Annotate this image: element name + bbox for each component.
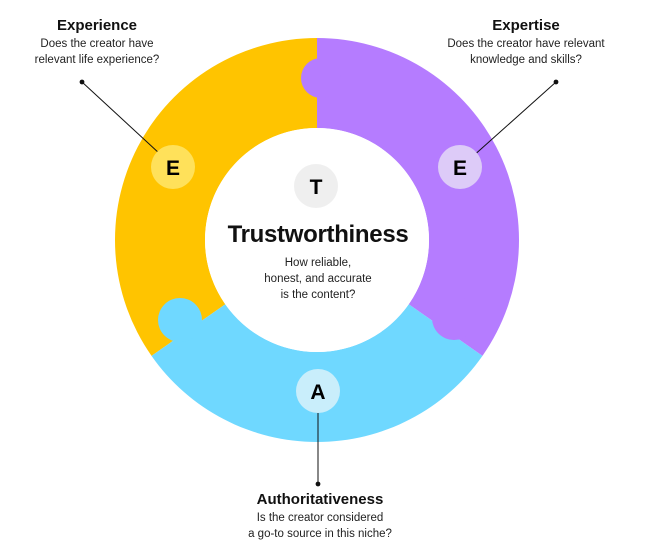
- authoritativeness-description: Is the creator considered a go-to source…: [248, 512, 392, 540]
- expertise-puzzle-knob-lower: [432, 296, 476, 340]
- experience-label: Experience Does the creator have relevan…: [22, 16, 172, 68]
- authoritativeness-title: Authoritativeness: [256, 491, 384, 508]
- experience-segment: [115, 38, 317, 356]
- authoritativeness-label: Authoritativeness Is the creator conside…: [200, 490, 440, 542]
- expertise-title: Expertise: [492, 17, 560, 34]
- authoritativeness-badge: A: [296, 369, 340, 413]
- center-circle: [205, 128, 429, 352]
- expertise-badge: E: [438, 145, 482, 189]
- trustworthiness-title: Trustworthiness: [227, 221, 409, 248]
- expertise-puzzle-knob: [301, 58, 341, 98]
- experience-badge: E: [151, 145, 195, 189]
- trustworthiness-description: How reliable, honest, and accurate is th…: [264, 257, 372, 301]
- svg-text:A: A: [310, 381, 325, 404]
- trustworthiness-badge: T: [294, 164, 338, 208]
- svg-text:E: E: [166, 157, 180, 180]
- experience-title: Experience: [56, 17, 138, 34]
- trustworthiness-label: Trustworthiness How reliable, honest, an…: [205, 220, 431, 303]
- expertise-connector: [461, 79, 559, 167]
- svg-text:T: T: [310, 176, 323, 199]
- svg-text:E: E: [453, 157, 467, 180]
- experience-description: Does the creator have relevant life expe…: [34, 38, 160, 66]
- experience-puzzle-knob: [158, 298, 202, 342]
- expertise-description: Does the creator have relevant knowledge…: [447, 38, 605, 66]
- expertise-label: Expertise Does the creator have relevant…: [436, 16, 616, 68]
- expertise-segment: [317, 38, 519, 356]
